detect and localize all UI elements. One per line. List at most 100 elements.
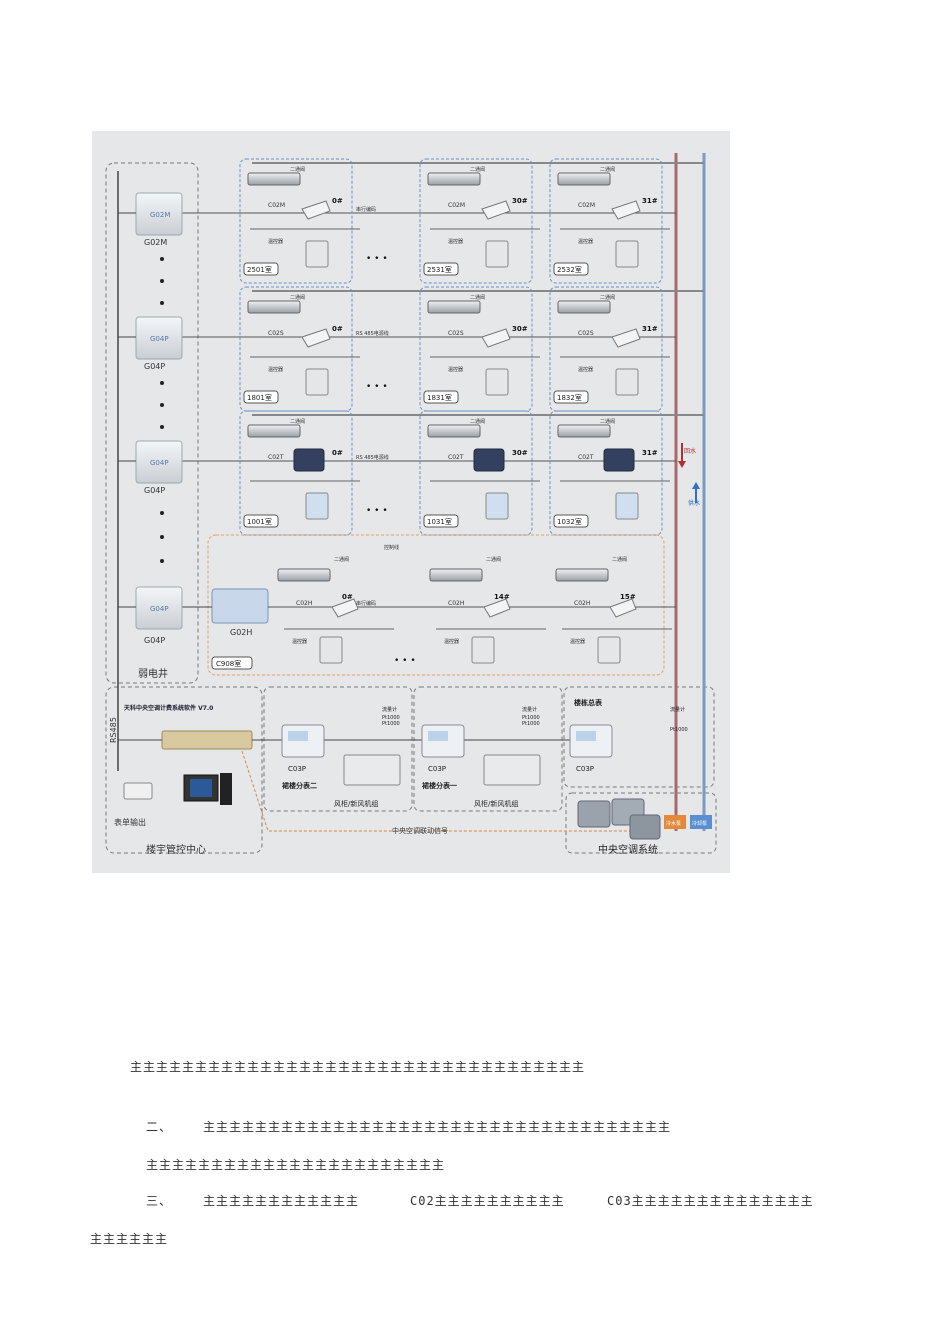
control-center-region xyxy=(105,686,263,854)
floor-bus-label-1: RS 485电源线 xyxy=(356,330,389,337)
printer xyxy=(123,782,153,800)
room-tag-1-1: 1831室 xyxy=(427,393,452,402)
meter-pt2-0: Pt1000 xyxy=(382,721,400,727)
h-floor-region xyxy=(207,534,665,676)
h-addr-0: 0# xyxy=(342,593,353,601)
addr-label-2-2: 31# xyxy=(642,449,658,457)
gateway-4: G04P xyxy=(118,586,183,630)
controller-1-2 xyxy=(611,328,641,348)
room-tag-box-2-2 xyxy=(553,514,589,528)
floor-bus-label-0: 串行编码 xyxy=(356,206,376,213)
control-center-label: 楼宇管控中心 xyxy=(146,843,206,856)
svg-text:G04P: G04P xyxy=(150,459,169,467)
meter-pt2-1: Pt1000 xyxy=(522,721,540,727)
h-thermostat-2 xyxy=(597,636,621,664)
h-thermostat-1 xyxy=(471,636,495,664)
h-valve-0: 二通阀 xyxy=(334,556,349,563)
rs485-label: RS485 xyxy=(109,717,118,743)
h-thermostat-label-2: 温控器 xyxy=(570,638,585,645)
room-tag-2-2: 1032室 xyxy=(557,517,582,526)
fcu-2-2 xyxy=(557,424,611,438)
text-line-3: 主主主主主主主主主主主主主主主主主主主主主主主 xyxy=(146,1158,446,1172)
model-label-2-0: C02T xyxy=(268,454,284,461)
h-model-1: C02H xyxy=(448,600,464,607)
software-title: 天科中央空调计费系统软件 V7.0 xyxy=(124,704,213,712)
svg-text:G04P: G04P xyxy=(150,605,169,613)
model-label-0-2: C02M xyxy=(578,202,595,209)
valve-label-2-0: 二通阀 xyxy=(290,418,305,425)
h-model-2: C02H xyxy=(574,600,590,607)
h-fcu-2 xyxy=(555,568,609,582)
meter-model-0: C03P xyxy=(288,765,306,773)
text-line-5: 主主主主主主 xyxy=(90,1232,169,1246)
text-line-1: 主主主主主主主主主主主主主主主主主主主主主主主主主主主主主主主主主主主 xyxy=(130,1060,586,1074)
svg-text:G04P: G04P xyxy=(150,335,169,343)
valve-label-0-0: 二通阀 xyxy=(290,166,305,173)
controller-1-0 xyxy=(301,328,331,348)
h-ellipsis: • • • xyxy=(394,656,416,666)
ahu-0 xyxy=(343,754,401,786)
addr-label-1-2: 31# xyxy=(642,325,658,333)
thermostat-1-0 xyxy=(305,368,329,396)
meter-screen-2 xyxy=(576,731,596,741)
gateway-3-label: G04P xyxy=(144,486,165,495)
h-controller-0 xyxy=(331,598,359,618)
room-tag-1-2: 1832室 xyxy=(557,393,582,402)
controller-0-0 xyxy=(301,200,331,220)
meter-screen-1 xyxy=(428,731,448,741)
meter-pt1-1: Pt1000 xyxy=(522,715,540,721)
controller-0-2 xyxy=(611,200,641,220)
valve-label-1-1: 二通阀 xyxy=(470,294,485,301)
return-label: 回水 xyxy=(684,447,696,455)
svg-text:G02M: G02M xyxy=(150,211,170,219)
meter-flow-0: 流量计 xyxy=(382,706,397,713)
h-fcu-1 xyxy=(429,568,483,582)
h-room-tag: C908室 xyxy=(216,659,241,668)
thermostat-label-0-1: 温控器 xyxy=(448,238,463,245)
meter-pt1-0: Pt1000 xyxy=(382,715,400,721)
meter-name-0: 裙楼分表二 xyxy=(281,781,317,790)
gateway-3: G04P xyxy=(118,440,183,484)
valve-label-0-1: 二通阀 xyxy=(470,166,485,173)
h-controller-1 xyxy=(483,598,511,618)
thermostat-0-0 xyxy=(305,240,329,268)
g02h-label: G02H xyxy=(230,628,252,637)
chiller-units xyxy=(577,798,661,840)
room-box-0-1 xyxy=(419,158,533,284)
floor-ellipsis-0: • • • xyxy=(366,254,388,264)
meter-screen-0 xyxy=(288,731,308,741)
thermostat-2-2 xyxy=(615,492,639,520)
shaft-region xyxy=(105,162,199,684)
fcu-0-0 xyxy=(247,172,301,186)
thermostat-label-0-0: 温控器 xyxy=(268,238,283,245)
h-control-label: 控制线 xyxy=(384,544,399,551)
gateway-2: G04P xyxy=(118,316,183,360)
model-label-1-1: C02S xyxy=(448,330,464,337)
addr-label-0-1: 30# xyxy=(512,197,528,205)
controller-2-0 xyxy=(293,448,325,472)
pump-label-1: 冷水泵 xyxy=(666,820,681,827)
thermostat-label-0-2: 温控器 xyxy=(578,238,593,245)
h-thermostat-label-0: 温控器 xyxy=(292,638,307,645)
shaft-label: 弱电井 xyxy=(138,667,168,680)
h-valve-1: 二通阀 xyxy=(486,556,501,563)
diagram-canvas: 串行编码二通阀C02M0#温控器2501室二通阀C02M30#温控器2531室二… xyxy=(105,153,717,856)
room-tag-0-2: 2532室 xyxy=(557,265,582,274)
addr-label-2-0: 0# xyxy=(332,449,343,457)
h-controller-2 xyxy=(609,598,637,618)
controller-2-1 xyxy=(473,448,505,472)
controller-0-1 xyxy=(481,200,511,220)
thermostat-0-1 xyxy=(485,240,509,268)
fcu-1-0 xyxy=(247,300,301,314)
valve-label-0-2: 二通阀 xyxy=(600,166,615,173)
software-host xyxy=(161,730,253,750)
controller-2-2 xyxy=(603,448,635,472)
supply-label: 供水 xyxy=(688,499,700,507)
model-label-2-2: C02T xyxy=(578,454,594,461)
room-tag-0-1: 2531室 xyxy=(427,265,452,274)
room-tag-box-1-2 xyxy=(553,390,589,404)
floor-bus-label-2: RS 485电源线 xyxy=(356,454,389,461)
room-tag-box-0-0 xyxy=(243,262,279,276)
linkage-signal-label: 中央空调联动信号 xyxy=(392,826,448,835)
